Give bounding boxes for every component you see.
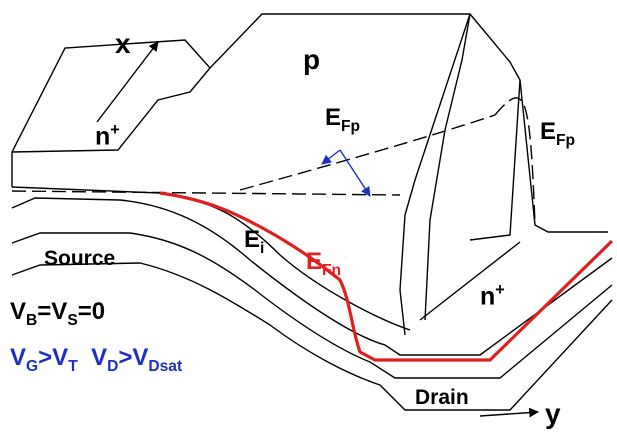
drain-right-edge [469, 79, 521, 241]
ei-label: Ei [244, 226, 265, 257]
conduction-band-source-step [11, 67, 211, 153]
p-region-label: p [303, 44, 321, 75]
source-label: Source [44, 247, 116, 270]
valence-band-upper [11, 232, 613, 379]
fermi-level-p-rising [239, 114, 496, 191]
fermi-level-p [11, 190, 401, 196]
valence-band-lower [11, 262, 613, 411]
intrinsic-level-surface [11, 197, 613, 356]
bias-condition: VB=VS=0 [10, 298, 106, 329]
drain-barrier-edge [399, 13, 471, 336]
gate-drain-condition: VG>VT VD>VDsat [10, 344, 183, 375]
y-axis-label: y [545, 398, 561, 429]
efp-right-label: EFp [540, 118, 576, 149]
efp-pointer-right [339, 149, 371, 197]
n-plus-left-label: n+ [95, 121, 120, 151]
x-axis-label: x [115, 28, 131, 59]
efp-mid-label: EFp [325, 104, 361, 135]
x-axis-arrow [96, 41, 159, 123]
drain-label: Drain [415, 386, 469, 409]
drain-barrier-slope [424, 13, 471, 321]
efn-label: EFn [306, 248, 342, 279]
drain-inner-line [419, 241, 521, 321]
fermi-level-p-right [494, 97, 536, 226]
y-axis-arrow [479, 407, 539, 418]
electron-quasi-fermi-level [159, 191, 614, 362]
efp-pointer-left [321, 149, 341, 165]
conduction-band-surface [11, 13, 608, 233]
n-plus-right-label: n+ [480, 281, 505, 311]
